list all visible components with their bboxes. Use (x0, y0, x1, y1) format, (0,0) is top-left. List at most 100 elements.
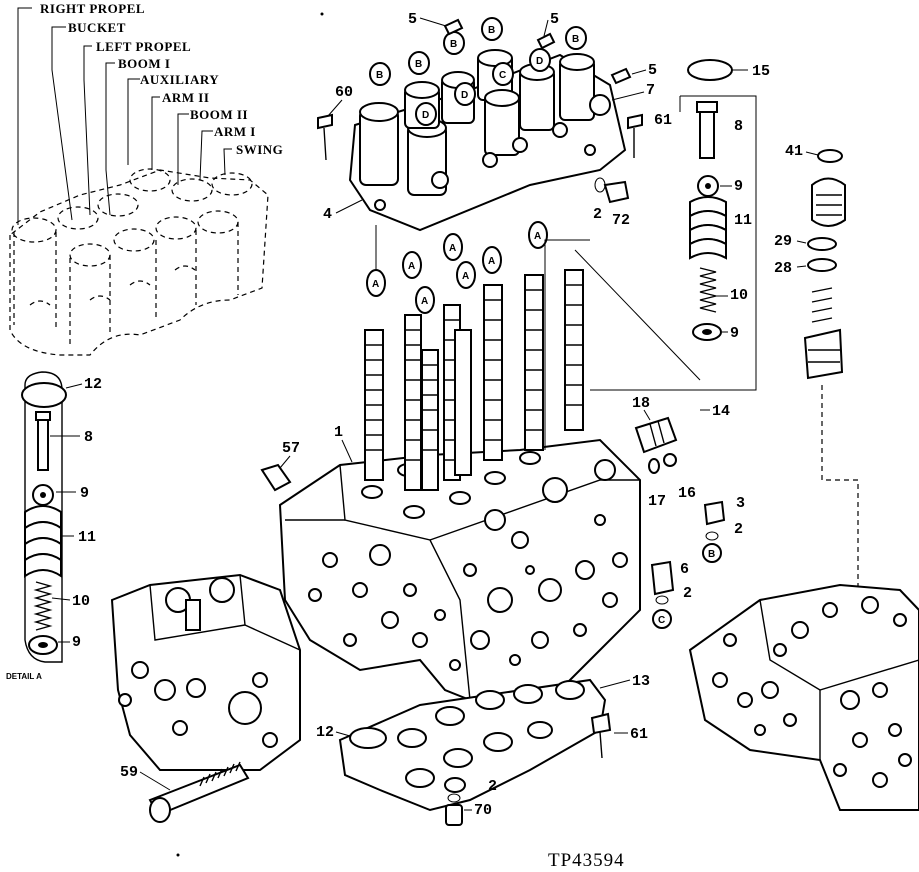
callout-13: 13 (632, 673, 650, 690)
o-ring-41 (817, 149, 843, 163)
callout-16: 16 (678, 485, 696, 502)
callout-18: 18 (632, 395, 650, 412)
relief-cap (811, 177, 846, 227)
plug-16 (663, 453, 677, 467)
marker-a: A (421, 296, 428, 307)
label-arm-ii: ARM II (162, 90, 209, 105)
assembled-valve-view (688, 583, 919, 811)
label-bucket: BUCKET (68, 20, 126, 35)
spring-10-detail (33, 581, 53, 631)
detail-a-label: DETAIL A (6, 672, 42, 681)
callout-72: 72 (612, 212, 630, 229)
relief-poppet (803, 328, 844, 380)
callout-12: 12 (316, 724, 334, 741)
spool-3: A (415, 286, 439, 491)
callout-29: 29 (774, 233, 792, 250)
label-boom-i: BOOM I (118, 56, 170, 71)
plug-72 (603, 180, 630, 204)
svg-text:D: D (536, 56, 543, 67)
side-fittings: 18 17 16 3 2 B 6 2 C (632, 395, 745, 629)
callout-2c: 2 (683, 585, 692, 602)
dashed-valve-body (9, 168, 269, 356)
callout-5c: 5 (648, 62, 657, 79)
callout-59: 59 (120, 764, 138, 781)
svg-text:B: B (415, 59, 422, 70)
plug-6 (650, 560, 675, 596)
marker-a: A (462, 271, 469, 282)
bolt-60 (317, 113, 333, 130)
plug-57 (260, 463, 292, 492)
plug-5c (610, 67, 632, 85)
spool-7: A (524, 221, 548, 451)
callout-6: 6 (680, 561, 689, 578)
o-ring-12-detail (21, 382, 67, 408)
callout-57: 57 (282, 440, 300, 457)
leader-lines (17, 7, 232, 225)
label-right-propel: RIGHT PROPEL (40, 1, 145, 16)
callout-3: 3 (736, 495, 745, 512)
o-ring-15 (687, 59, 733, 81)
callout-5b: 5 (550, 11, 559, 28)
marker-b-5: B (565, 26, 587, 50)
o-ring-29 (807, 237, 837, 251)
cap-housing-4: B B B B B C D D (317, 11, 672, 232)
callout-d12: 12 (84, 376, 102, 393)
callout-2a: 2 (593, 206, 602, 223)
callout-10: 10 (730, 287, 748, 304)
section-legend: RIGHT PROPEL BUCKET LEFT PROPEL BOOM I A… (9, 1, 283, 356)
label-arm-i: ARM I (214, 124, 256, 139)
label-swing: SWING (236, 142, 283, 157)
callout-8: 8 (734, 118, 743, 135)
spool-1: A (364, 225, 386, 481)
callout-61b: 61 (630, 726, 648, 743)
marker-a: A (408, 261, 415, 272)
label-auxiliary: AUXILIARY (140, 72, 219, 87)
svg-text:D: D (461, 90, 468, 101)
marker-d-1: D (529, 48, 551, 72)
pin-8-detail (37, 414, 49, 471)
plug-3 (703, 500, 726, 526)
marker-a: A (449, 243, 456, 254)
bolt-61b (590, 712, 612, 735)
detail-a-assembly: 12 8 9 11 10 9 DETAIL A (6, 371, 102, 681)
marker-b-2: B (408, 51, 430, 75)
o-ring-28 (807, 258, 837, 272)
svg-text:B: B (376, 70, 383, 81)
bolt-61a (627, 113, 643, 130)
callout-7: 7 (646, 82, 655, 99)
marker-c-1: C (492, 62, 514, 86)
spool-2: A (402, 251, 422, 491)
plug-5a (443, 18, 464, 36)
svg-text:D: D (422, 110, 429, 121)
marker-b-side: B (702, 543, 722, 563)
callout-17: 17 (648, 493, 666, 510)
marker-d-3: D (454, 82, 476, 106)
svg-text:C: C (658, 615, 665, 626)
label-left-propel: LEFT PROPEL (96, 39, 191, 54)
callout-9a: 9 (734, 178, 743, 195)
callout-d11: 11 (78, 529, 96, 546)
spring-10 (699, 267, 717, 313)
svg-text:C: C (499, 70, 506, 81)
callout-4: 4 (323, 206, 332, 223)
callout-d9b: 9 (72, 634, 81, 651)
spool-6: A (482, 246, 503, 461)
pin-8 (699, 107, 715, 159)
callout-1: 1 (334, 424, 343, 441)
callout-d8: 8 (84, 429, 93, 446)
callout-9b: 9 (730, 325, 739, 342)
callout-2b: 2 (734, 521, 743, 538)
spool-5: A (454, 261, 476, 476)
callout-d9a: 9 (80, 485, 89, 502)
o-ring-12 (349, 727, 387, 749)
small-valve-section: 59 (110, 573, 301, 823)
callout-70: 70 (474, 802, 492, 819)
callout-60: 60 (335, 84, 353, 101)
callout-d10: 10 (72, 593, 90, 610)
plug-5b (536, 32, 556, 50)
marker-d-2: D (415, 102, 437, 126)
marker-a: A (488, 256, 495, 267)
relief-valve-parts: 41 29 28 (774, 143, 859, 600)
svg-text:B: B (572, 34, 579, 45)
